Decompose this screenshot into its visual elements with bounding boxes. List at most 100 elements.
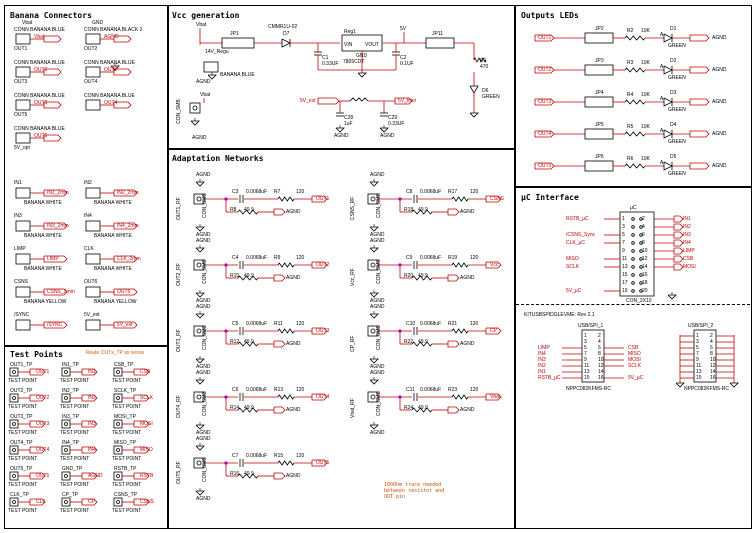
uc-left-net: 5V_µC	[566, 288, 582, 294]
vcc-r1v: 470	[480, 64, 489, 70]
smb-pin-icon	[370, 196, 376, 202]
test-point-pin-icon	[116, 500, 120, 504]
spi2-pin-l: 7	[696, 351, 699, 357]
tp-label: TEST POINT	[60, 430, 90, 436]
adapt-note: 100Ohm trace needed between resistor and…	[384, 482, 445, 500]
banana-part: CONN BANANA BLACK 2	[84, 27, 143, 33]
led-d: D4	[670, 122, 677, 128]
tp-label: TEST POINT	[112, 456, 142, 462]
smb-pin-icon	[196, 394, 202, 400]
smb-pin-icon	[370, 328, 376, 334]
adapt-agnd-top: AGND	[370, 172, 385, 178]
banana-white-flag-icon	[43, 288, 68, 296]
spi1-label: USB/SPI_1	[578, 323, 604, 329]
vcc-banana: BANANA BLUE	[220, 72, 255, 78]
banana-jack-icon	[15, 66, 31, 78]
test-point-pin-icon	[12, 448, 16, 452]
adapt-gnd-flag	[273, 274, 286, 282]
tp-net-flag	[29, 420, 46, 428]
uc-right-flag	[673, 215, 684, 223]
uc-left-net: SCLK	[566, 264, 580, 270]
adapt-r: R19	[448, 255, 458, 261]
test-point-icon	[9, 445, 19, 455]
test-point-pin-icon	[116, 474, 120, 478]
adapt-gnd-bot-icon	[369, 424, 379, 430]
adapt-gnd-top-icon	[195, 247, 205, 253]
adapt-out-flag	[311, 195, 328, 203]
adapt-agnd-top: AGND	[370, 238, 385, 244]
uc-pin-l: 17	[622, 280, 628, 286]
tp-net: IN1	[88, 369, 96, 375]
banana-jack-icon	[15, 132, 31, 144]
tp-net-flag	[81, 394, 98, 402]
banana-white-ref: 5V_ext	[84, 312, 100, 318]
tp-note: Route OUTx_TP as sense	[86, 350, 145, 356]
banana-white-ref: /SYNC	[14, 312, 30, 318]
adapt-r: R15	[274, 453, 284, 459]
tp-ref: CLK_TP	[10, 492, 29, 498]
tp-ref: OUT2_TP	[10, 388, 33, 394]
adapt-r1	[277, 460, 295, 466]
spi2-pin-l: 13	[696, 369, 702, 375]
tp-ref: CP_TP	[62, 492, 79, 498]
test-point-pin-icon	[116, 448, 120, 452]
adapt-smb: CON_SMB	[376, 325, 382, 350]
adapt-r: R9	[274, 255, 281, 261]
banana-ref: Vbat	[22, 20, 33, 26]
uc-pin-l: 9	[622, 248, 625, 254]
led-jp: JP4	[595, 90, 604, 96]
vcc-c29-gnd	[379, 127, 389, 133]
vcc-c29-agnd: AGND	[380, 133, 395, 139]
tp-net-flag	[81, 472, 98, 480]
test-point-pin-icon	[12, 422, 16, 426]
spi1-pin-r: 10	[598, 357, 604, 363]
vcc-d7: D7	[283, 31, 290, 37]
banana-net-flag-icon	[113, 35, 132, 43]
adapt-r2-symbol	[237, 473, 259, 479]
vcc-vbat-net: Vbat	[200, 92, 211, 98]
vcc-c2: C2	[400, 55, 407, 61]
spi1-left-net: IN3	[538, 357, 546, 363]
adapt-con: OUT3_RF	[176, 329, 182, 352]
adapt-agnd-bot: AGND	[370, 364, 385, 370]
inductor-icon	[349, 97, 369, 102]
banana-net: OUT1	[34, 67, 48, 73]
vcc-vout: VOUT	[365, 42, 379, 48]
spi1-right-net: CSB	[628, 345, 639, 351]
test-points-title: Test Points	[10, 350, 63, 359]
jumper-jp11-icon	[425, 37, 455, 49]
adapt-r2: R10	[230, 273, 240, 279]
banana-white-jack-icon	[85, 253, 101, 265]
adapt-r2-symbol	[411, 275, 433, 281]
spi2-part: NPPC082KFMS-RC	[684, 386, 730, 392]
led-agnd: AGND	[712, 35, 727, 41]
tp-label: TEST POINT	[60, 482, 90, 488]
banana-white-part: BANANA WHITE	[24, 266, 62, 272]
tp-label: TEST POINT	[8, 404, 38, 410]
uc-pin-l: 7	[622, 240, 625, 246]
uc-ref: µC	[630, 205, 637, 211]
banana-white-ref: IN3	[14, 213, 22, 219]
vcc-d6v: GREEN	[482, 94, 500, 100]
test-point-icon	[61, 445, 71, 455]
adapt-agnd-r: AGND	[460, 209, 475, 215]
adapt-con: OUT4_RF	[176, 395, 182, 418]
spi2-pin-l: 9	[696, 357, 699, 363]
adapt-cv: 0.0068uF	[420, 189, 442, 195]
adapt-agnd-top: AGND	[196, 436, 211, 442]
spi1-left-net: RSTB_µC	[538, 375, 561, 381]
uc-pin-l: 3	[622, 224, 625, 230]
uc-connector-icon	[619, 211, 655, 297]
adapt-smb: CON_SMB	[376, 193, 382, 218]
adapt-cv: 0.0068uF	[420, 387, 442, 393]
adapt-agnd-r: AGND	[460, 275, 475, 281]
led-color: GREEN	[668, 43, 686, 49]
led-jumper-icon	[584, 96, 614, 108]
banana-label: OUT2	[84, 46, 98, 52]
banana-white-part: BANANA WHITE	[24, 200, 62, 206]
banana-white-jack-icon	[15, 319, 31, 331]
led-gnd-flag	[689, 34, 710, 42]
vcc-c2v: 0.1UF	[400, 61, 414, 67]
adapt-out-flag	[485, 195, 502, 203]
banana-jack-icon	[85, 99, 101, 111]
